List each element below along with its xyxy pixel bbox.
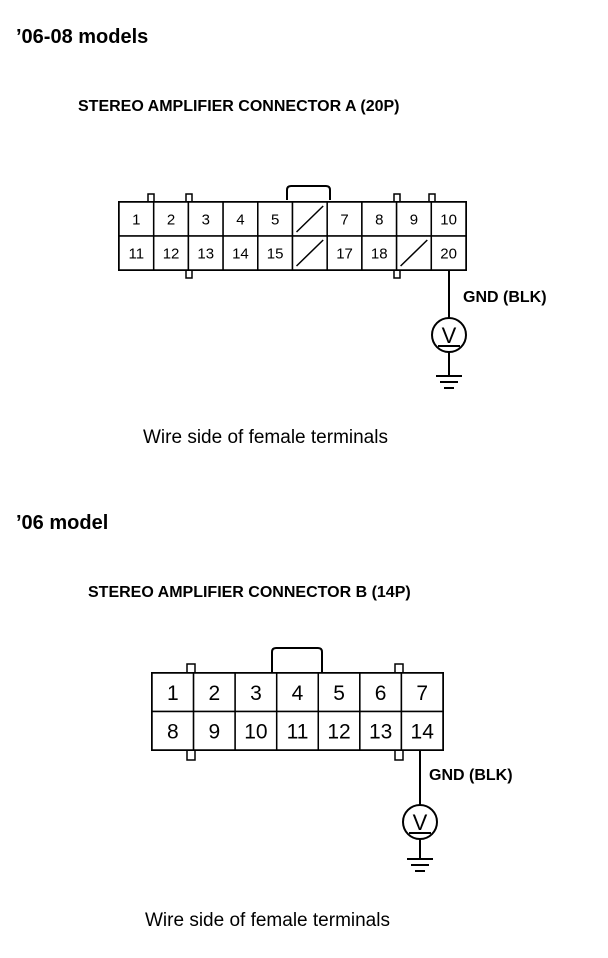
connector-a-terminal-4: 4: [236, 211, 244, 228]
connector-b-terminal-cell: [151, 672, 195, 713]
connector-b-tab: [394, 749, 404, 761]
connector-a-terminal-cell: [257, 235, 294, 271]
connector-a-terminal-15: 15: [267, 245, 284, 262]
connector-a-tab: [393, 193, 401, 203]
connector-a-tab: [428, 193, 436, 203]
connector-a-terminal-9: 9: [410, 211, 418, 228]
connector-a-terminal-20: 20: [440, 245, 457, 262]
connector-a-terminal-17: 17: [336, 245, 353, 262]
connector-b-terminal-cell: [359, 672, 403, 713]
connector-a-tab: [185, 193, 193, 203]
connector-a-terminal-7: 7: [340, 211, 348, 228]
connector-a-unused-terminal-slash: [295, 239, 324, 267]
connector-b-terminal-3: 3: [250, 682, 262, 705]
section-b-heading: ’06 model: [16, 512, 109, 534]
connector-b-terminal-2: 2: [209, 682, 221, 705]
connector-b-terminal-11: 11: [287, 720, 309, 743]
connector-a-terminal-10: 10: [440, 211, 457, 228]
connector-b-terminal-8: 8: [167, 720, 179, 743]
connector-a-terminal-cell: [187, 235, 224, 271]
connector-b-terminal-cell: [400, 710, 444, 751]
connector-b-terminal-cell: [359, 710, 403, 751]
connector-a-unused-terminal-slash: [400, 239, 428, 267]
connector-b-terminal-1: 1: [167, 682, 179, 705]
connector-b-voltmeter-symbol: V: [413, 810, 428, 835]
ground-icon: [436, 375, 462, 389]
connector-a-terminal-5: 5: [271, 211, 279, 228]
connector-a-terminal-13: 13: [197, 245, 214, 262]
connector-a-terminal-cell: [222, 235, 259, 271]
connector-a-voltmeter-symbol: V: [442, 323, 457, 348]
connector-b-terminal-9: 9: [209, 720, 221, 743]
connector-b-wire-label: GND (BLK): [429, 767, 513, 784]
connector-a-wire-label: GND (BLK): [463, 289, 547, 306]
connector-b-terminal-12: 12: [327, 720, 350, 743]
connector-a-terminal-2: 2: [167, 211, 175, 228]
connector-a-terminal-14: 14: [232, 245, 249, 262]
connector-a-terminal-3: 3: [202, 211, 210, 228]
connector-a-terminal-cell: [430, 201, 467, 237]
connector-a-terminal-12: 12: [163, 245, 180, 262]
connector-b-title: STEREO AMPLIFIER CONNECTOR B (14P): [88, 584, 411, 601]
connector-b-terminal-cell: [275, 672, 320, 713]
ground-icon: [407, 858, 433, 872]
connector-a-unused-terminal-slash: [295, 205, 324, 233]
connector-a-terminal-18: 18: [371, 245, 388, 262]
connector-b-caption: Wire side of female terminals: [145, 910, 390, 931]
connector-a-caption: Wire side of female terminals: [143, 427, 388, 448]
connector-a-tab: [393, 269, 401, 279]
connector-a-tab: [185, 269, 193, 279]
connector-b-terminal-7: 7: [416, 682, 428, 705]
connector-b-tab: [186, 749, 196, 761]
connector-a-terminal-cell: [361, 201, 398, 237]
connector-a-tab: [147, 193, 155, 203]
connector-a-terminal-cell: [430, 235, 467, 271]
connector-b-terminal-10: 10: [244, 720, 267, 743]
connector-a-title: STEREO AMPLIFIER CONNECTOR A (20P): [78, 98, 400, 115]
connector-a-terminal-11: 11: [129, 245, 145, 262]
connector-b-latch: [271, 647, 323, 673]
connector-b-terminal-cell: [192, 710, 236, 751]
connector-a-terminal-1: 1: [132, 211, 140, 228]
connector-b-terminal-13: 13: [369, 720, 392, 743]
section-a-heading: ’06-08 models: [16, 26, 149, 48]
connector-a-terminal-8: 8: [375, 211, 383, 228]
connector-a-terminal-cell: [257, 201, 294, 237]
connector-b-terminal-14: 14: [411, 720, 435, 743]
connector-b-terminal-5: 5: [333, 682, 345, 705]
connector-b-terminal-cell: [317, 710, 361, 751]
connector-b-terminal-4: 4: [292, 682, 304, 705]
connector-b-terminal-6: 6: [375, 682, 387, 705]
connector-b-terminal-cell: [151, 710, 195, 751]
connector-a-latch: [286, 185, 331, 200]
